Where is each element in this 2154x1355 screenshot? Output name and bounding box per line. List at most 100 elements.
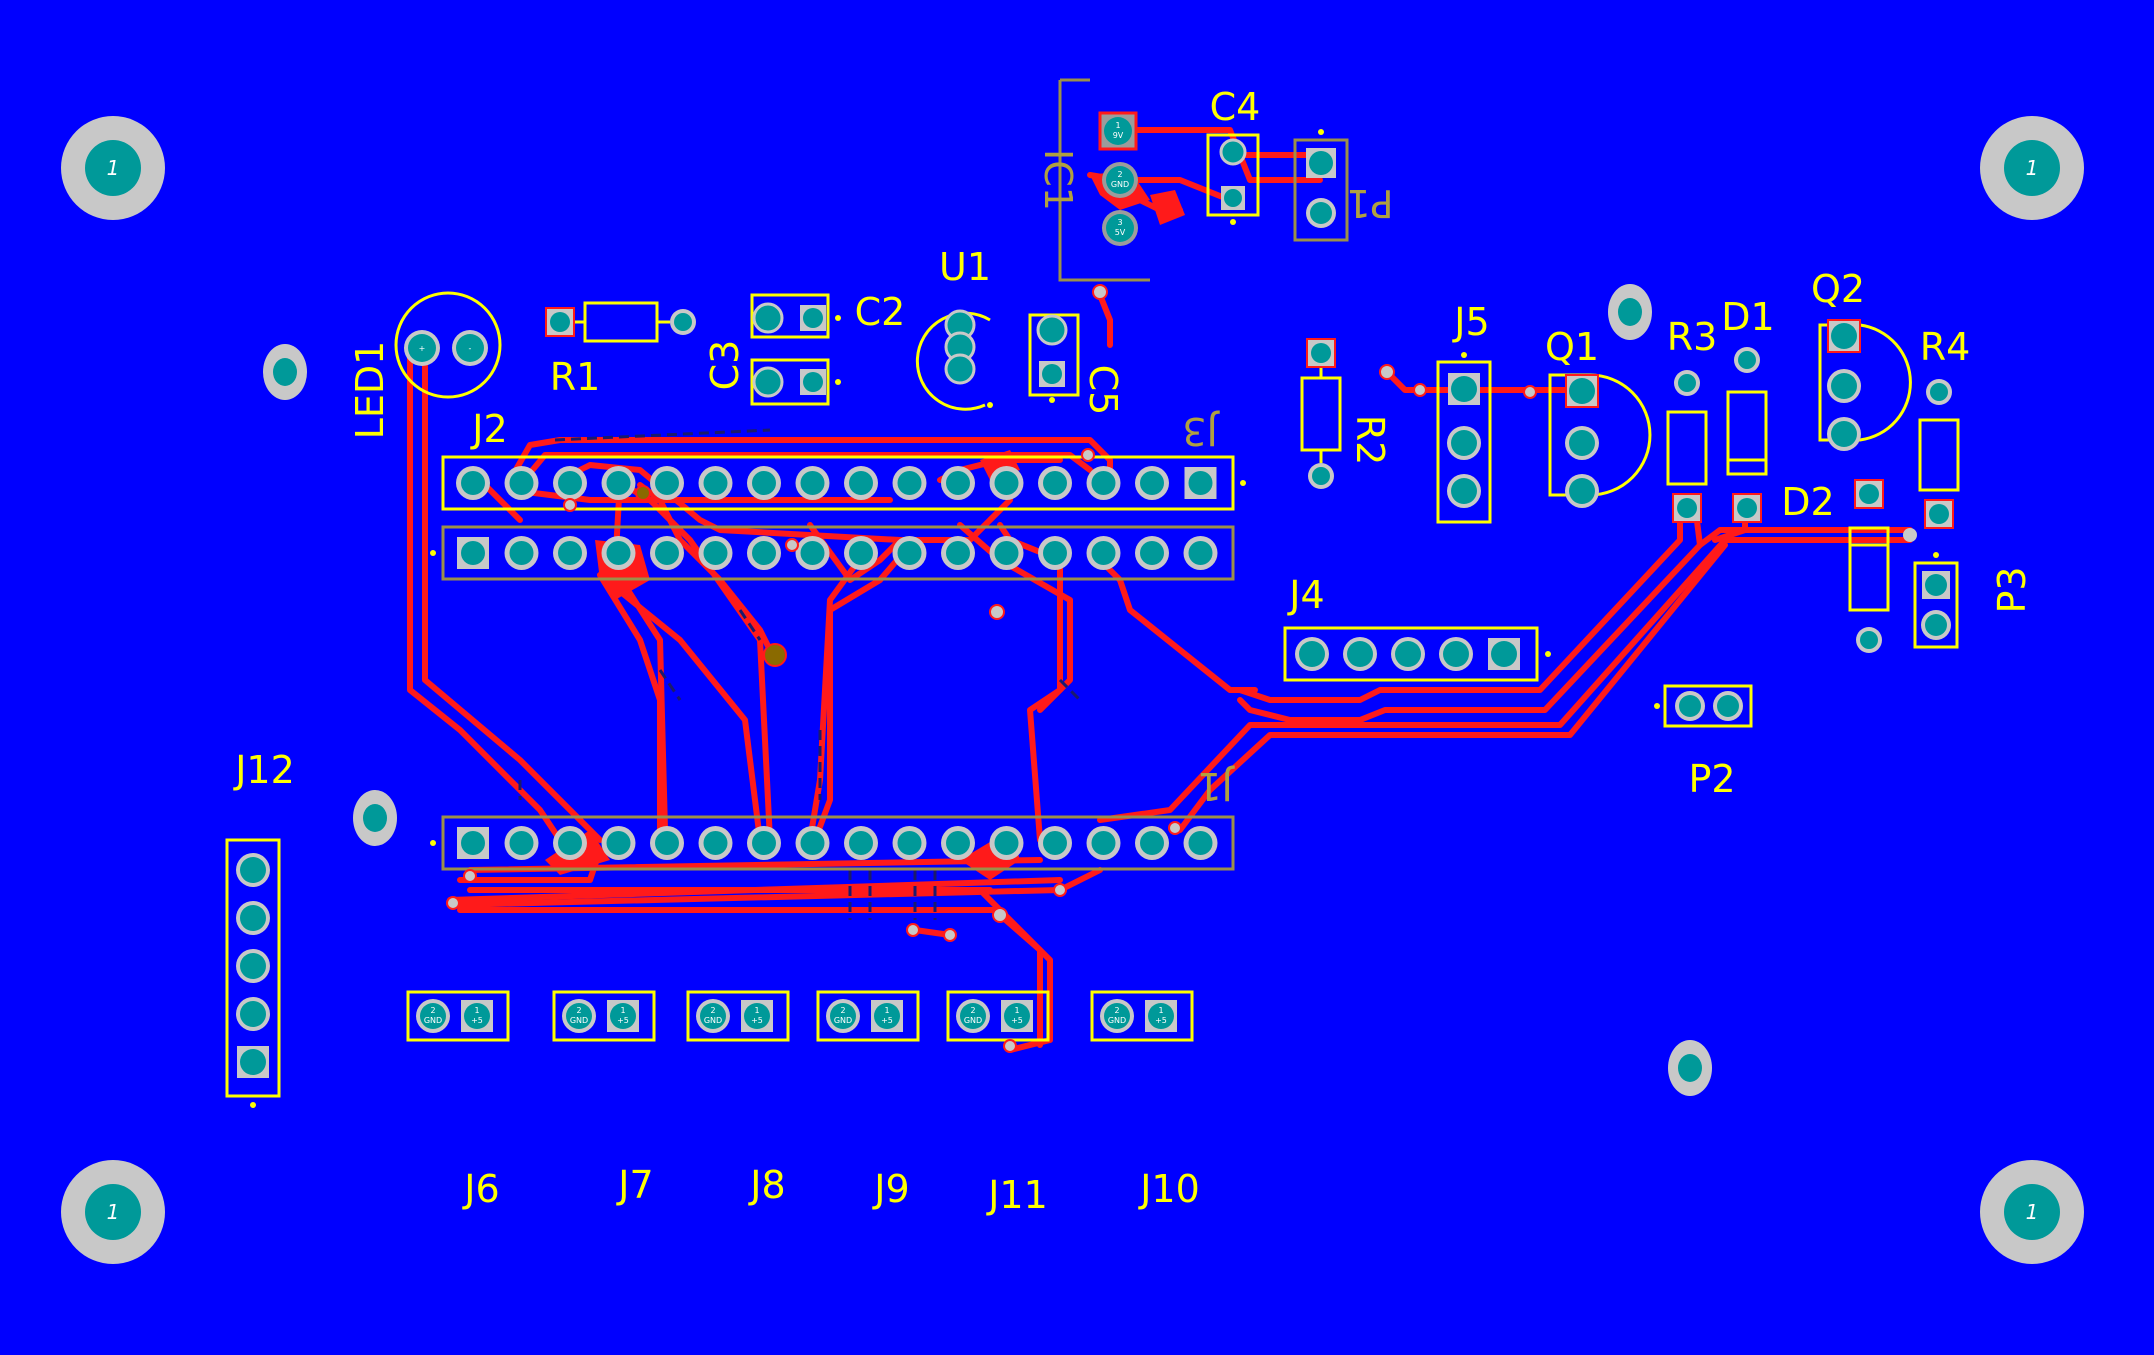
j2-pin	[892, 466, 927, 500]
svg-text:C5: C5	[1081, 365, 1125, 416]
pin-number: 2	[1114, 1006, 1119, 1015]
pin-5v-label: +5	[1155, 1016, 1167, 1025]
svg-text:1: 1	[107, 1200, 120, 1224]
j3-pin	[989, 536, 1024, 570]
j1-pin	[457, 827, 489, 859]
j2-pin	[747, 466, 781, 500]
svg-text:3: 3	[1117, 218, 1122, 227]
svg-text:D1: D1	[1721, 295, 1774, 339]
j3-pin	[1086, 536, 1121, 570]
j4-header: J4	[1283, 573, 1551, 682]
svg-text:-: -	[469, 344, 472, 353]
pin-number: 1	[620, 1006, 625, 1015]
j1-pin	[601, 826, 636, 860]
p3-header: P3	[1913, 552, 2034, 649]
pin-number: 2	[840, 1006, 845, 1015]
j5-header: J5	[1436, 300, 1492, 524]
j2-pin	[795, 466, 830, 500]
pin-gnd-label: GND	[834, 1016, 852, 1025]
svg-text:5V: 5V	[1115, 228, 1126, 237]
j2-pin	[650, 466, 684, 500]
pin-number: 1	[1158, 1006, 1163, 1015]
j1-pin	[844, 826, 878, 860]
j7-label: J7	[616, 1163, 653, 1207]
svg-text:C3: C3	[703, 340, 747, 391]
j2-pin	[553, 466, 587, 500]
j3-pin	[747, 536, 781, 570]
j2-pins	[456, 466, 1217, 500]
j6-label: J6	[462, 1167, 499, 1211]
j9-label: J9	[872, 1167, 909, 1211]
j8-label: J8	[748, 1163, 785, 1207]
j1-pin	[504, 826, 539, 860]
j2-pin	[941, 466, 975, 500]
pin-number: 1	[754, 1006, 759, 1015]
j2-pin	[504, 466, 539, 500]
j3-pin	[795, 536, 830, 570]
q1-transistor: Q1	[1545, 325, 1652, 508]
j3-pin	[892, 536, 927, 570]
j2-pin	[1135, 466, 1169, 500]
pin-number: 1	[884, 1006, 889, 1015]
pin-number: 1	[474, 1006, 479, 1015]
j3-pin	[1135, 536, 1169, 570]
r1-resistor: R1	[545, 301, 696, 399]
j1-pin	[650, 826, 684, 860]
svg-text:R1: R1	[550, 355, 601, 399]
j3-pin	[553, 536, 587, 570]
pin-gnd-label: GND	[1108, 1016, 1126, 1025]
svg-text:P1: P1	[1346, 181, 1393, 225]
svg-text:J1: J1	[1197, 764, 1234, 808]
j2-header: J2	[441, 407, 1246, 511]
j3-pin	[457, 537, 489, 569]
test-point-left-mid	[353, 790, 397, 846]
j12-header: J12	[225, 748, 295, 1108]
mounting-hole-top-right: 1	[1980, 116, 2084, 220]
j2-pin	[844, 466, 878, 500]
j2-pin	[601, 466, 636, 500]
pin-5v-label: +5	[751, 1016, 763, 1025]
ic1-pin-gnd: 2 GND	[1102, 162, 1138, 198]
p2-header: P2	[1654, 684, 1753, 801]
pin-number: 2	[430, 1006, 435, 1015]
j1-pin	[1086, 826, 1121, 860]
c4-capacitor: C4	[1206, 85, 1261, 225]
svg-text:R2: R2	[1348, 415, 1392, 466]
r3-resistor: R3	[1666, 315, 1718, 523]
r2-resistor: R2	[1300, 338, 1392, 489]
j1-pin	[747, 826, 781, 860]
j2-pin	[1184, 467, 1217, 499]
svg-text:1: 1	[107, 156, 120, 180]
svg-text:J5: J5	[1452, 300, 1489, 344]
svg-text:C4: C4	[1210, 85, 1261, 129]
pin-number: 1	[1014, 1006, 1019, 1015]
svg-text:1: 1	[2026, 1200, 2039, 1224]
j1-pins	[457, 826, 1218, 860]
ic1-pin-5v: 3 5V	[1102, 210, 1138, 246]
svg-text:LED1: LED1	[348, 341, 392, 440]
svg-text:R4: R4	[1920, 325, 1971, 369]
c2-capacitor: C2	[750, 290, 905, 339]
test-point-left-top	[263, 344, 307, 400]
j1-pin	[698, 826, 733, 860]
svg-text:P3: P3	[1990, 566, 2034, 613]
pin-gnd-label: GND	[704, 1016, 722, 1025]
svg-text:P2: P2	[1688, 757, 1735, 801]
svg-text:Q2: Q2	[1811, 267, 1865, 311]
svg-text:9V: 9V	[1113, 131, 1124, 140]
svg-text:1: 1	[2026, 156, 2039, 180]
svg-text:R3: R3	[1667, 315, 1718, 359]
q2-transistor: Q2	[1811, 267, 1912, 451]
ic1-regulator: IC1 1 9V 2 GND 3 5V	[1036, 78, 1150, 282]
j1-pin	[1135, 826, 1169, 860]
j1-pin	[941, 826, 975, 860]
p1-header: P1	[1293, 129, 1394, 242]
j3-pin	[1183, 536, 1218, 570]
pin-gnd-label: GND	[964, 1016, 982, 1025]
bottom-layer-crossings	[518, 428, 1082, 920]
j2-pin	[1086, 466, 1121, 500]
